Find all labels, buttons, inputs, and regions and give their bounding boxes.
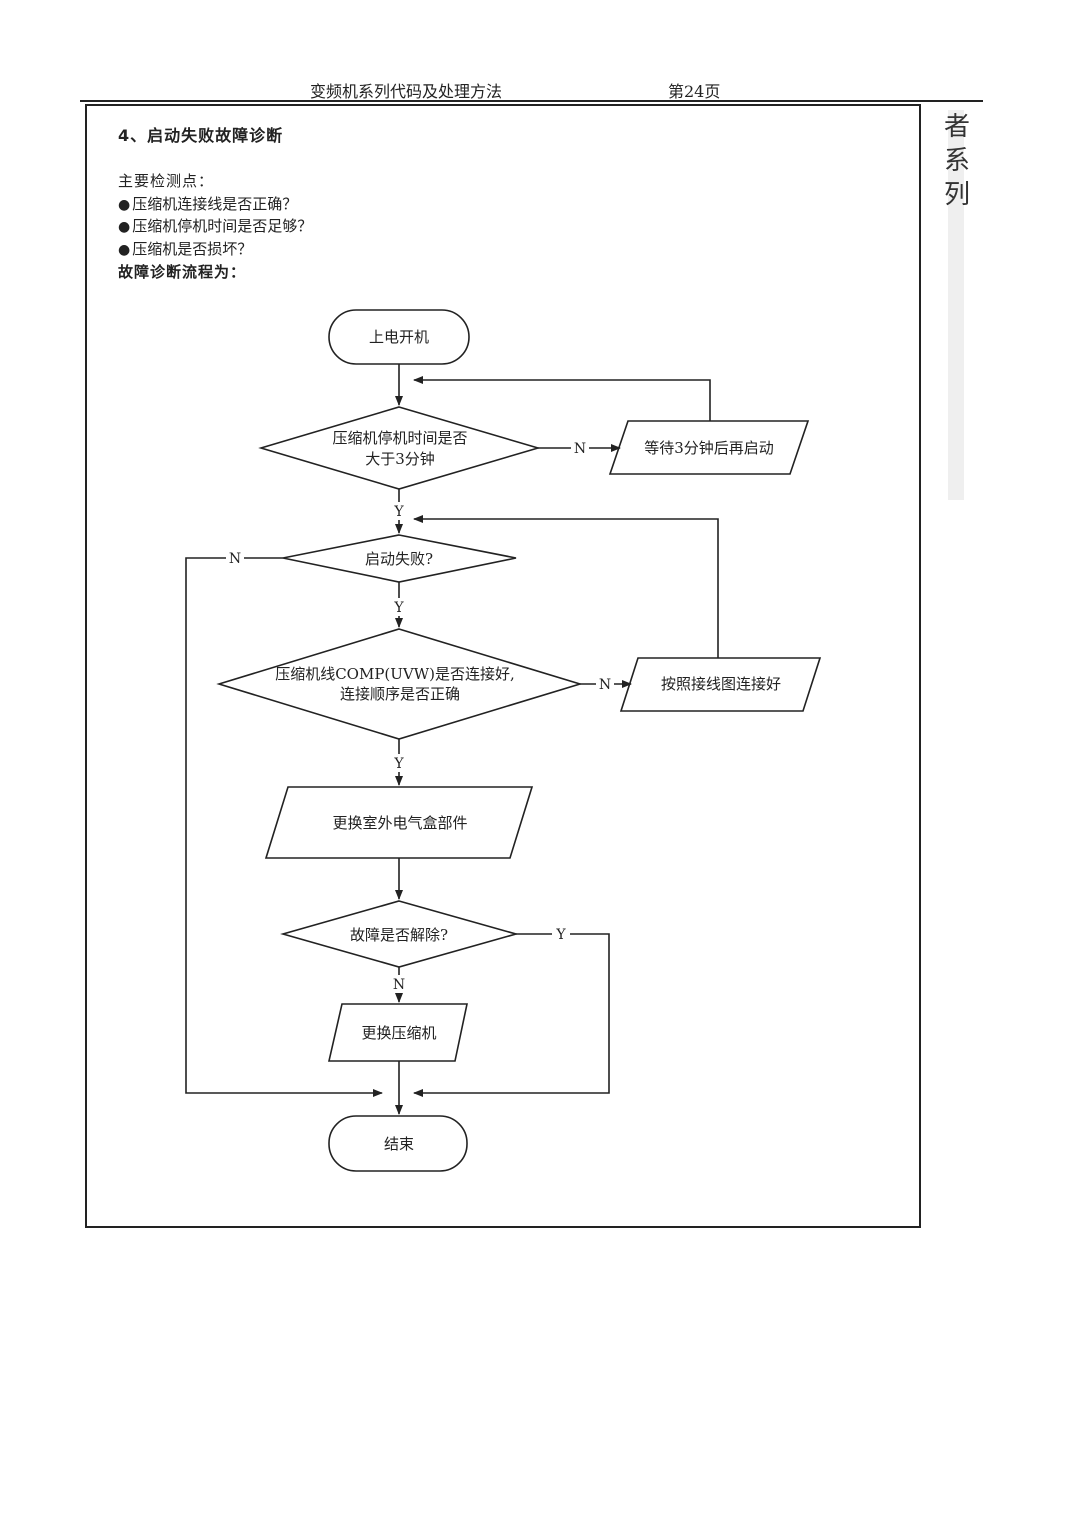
replace-outdoor-box-label: 更换室外电气盒部件 <box>332 814 467 832</box>
connector <box>413 933 610 1097</box>
check-item-text: 压缩机连接线是否正确？ <box>132 195 298 213</box>
content-frame <box>85 104 921 1228</box>
check-item: ●压缩机是否损坏？ <box>118 238 252 259</box>
decision-stop-time-line2: 大于3分钟 <box>365 450 435 468</box>
connect-diagram-label: 按照接线图连接好 <box>661 675 781 693</box>
branch-no-label: N <box>229 551 241 567</box>
check-heading: 主要检测点： <box>118 172 215 190</box>
decision-stop-time-line1: 压缩机停机时间是否 <box>332 429 467 447</box>
connector <box>413 515 719 658</box>
wiring-line2: 连接顺序是否正确 <box>340 685 460 703</box>
process-connect-diagram <box>619 657 822 712</box>
flow-heading: 故障诊断流程为： <box>118 263 247 281</box>
bullet-icon: ● <box>118 197 131 213</box>
section-title: 4、启动失败故障诊断 <box>118 126 284 145</box>
bullet-icon: ● <box>118 219 131 235</box>
side-tab-text: 者 系 列 <box>944 110 978 212</box>
process-wait-restart <box>608 420 810 475</box>
branch-yes-label: Y <box>393 756 404 772</box>
decision-stop-time <box>258 406 541 490</box>
bullet-icon: ● <box>118 242 131 258</box>
connector <box>413 376 711 421</box>
replace-compressor-label: 更换压缩机 <box>361 1024 436 1042</box>
wiring-line1: 压缩机线COMP(UVW)是否连接好, <box>275 665 515 683</box>
resolved-label: 故障是否解除? <box>350 926 448 944</box>
end-terminal <box>328 1115 468 1172</box>
header-rule <box>80 100 983 102</box>
header-title: 变频机系列代码及处理方法 <box>310 82 503 101</box>
branch-no-label: N <box>599 677 611 693</box>
side-char: 者 <box>944 112 971 142</box>
process-replace-outdoor-box <box>264 786 534 859</box>
side-tab-shadow <box>948 110 964 500</box>
page-number: 第24页 <box>668 82 721 101</box>
branch-no-label: N <box>393 977 405 993</box>
start-label: 上电开机 <box>369 328 429 346</box>
start-fail-label: 启动失败? <box>365 550 433 568</box>
decision-wiring <box>216 628 583 740</box>
branch-yes-label: Y <box>555 927 566 943</box>
check-item-text: 压缩机是否损坏？ <box>132 240 253 258</box>
check-item: ●压缩机停机时间是否足够？ <box>118 215 312 236</box>
wait-restart-label: 等待3分钟后再启动 <box>644 439 774 457</box>
check-item: ●压缩机连接线是否正确？ <box>118 193 297 214</box>
side-char: 列 <box>944 180 971 210</box>
branch-no-label: N <box>574 441 586 457</box>
process-replace-compressor <box>327 1003 468 1062</box>
side-char: 系 <box>944 146 971 176</box>
check-item-text: 压缩机停机时间是否足够？ <box>132 217 313 235</box>
branch-yes-label: Y <box>393 504 404 520</box>
end-label: 结束 <box>384 1135 414 1153</box>
branch-yes-label: Y <box>393 600 404 616</box>
